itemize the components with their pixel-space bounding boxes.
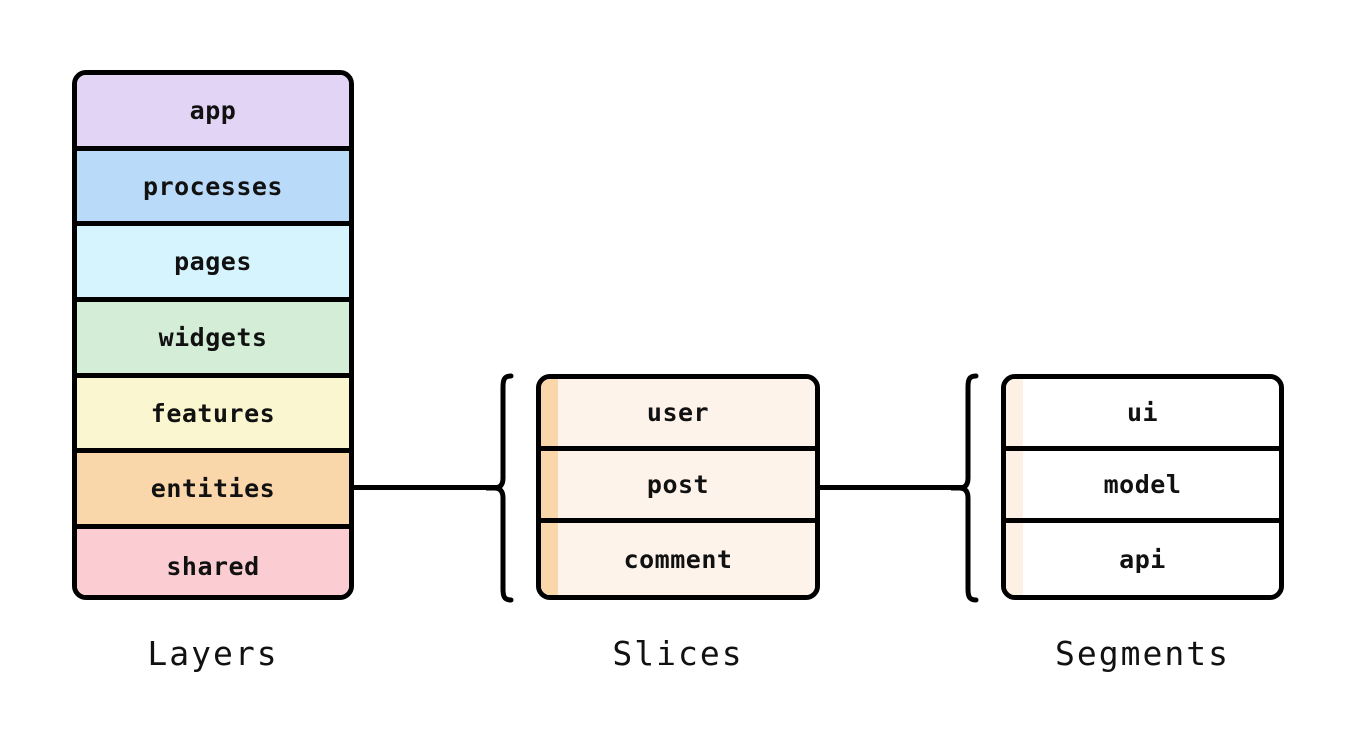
layers-stack: app processes pages widgets features ent…	[72, 70, 354, 600]
caption-slices: Slices	[612, 634, 744, 673]
layer-label-shared: shared	[166, 552, 260, 582]
curly-brace-icon-segments	[951, 373, 979, 603]
segment-row-model[interactable]: model	[1006, 451, 1279, 523]
caption-segments: Segments	[1055, 634, 1230, 673]
slice-row-post[interactable]: post	[541, 451, 815, 523]
layer-label-features: features	[150, 398, 276, 428]
segment-row-api[interactable]: api	[1006, 523, 1279, 595]
slices-stack: user post comment	[536, 374, 820, 600]
slice-accent-stripe	[541, 379, 558, 446]
slice-row-comment[interactable]: comment	[541, 523, 815, 595]
layer-label-app: app	[189, 95, 237, 125]
slice-label-comment: comment	[623, 544, 733, 574]
layer-row-features[interactable]: features	[77, 377, 349, 454]
layer-row-entities[interactable]: entities	[77, 453, 349, 530]
connector-entities-to-slices	[352, 485, 502, 490]
segment-accent-stripe	[1006, 379, 1023, 446]
layer-label-pages: pages	[174, 247, 252, 277]
segment-label-api: api	[1119, 544, 1166, 574]
segment-row-ui[interactable]: ui	[1006, 379, 1279, 451]
segment-accent-stripe	[1006, 523, 1023, 595]
layer-row-processes[interactable]: processes	[77, 150, 349, 227]
segment-accent-stripe	[1006, 451, 1023, 518]
slice-accent-stripe	[541, 523, 558, 595]
layer-label-widgets: widgets	[158, 322, 268, 352]
connector-slices-to-segments	[817, 485, 967, 490]
slice-label-user: user	[646, 398, 710, 427]
slice-row-user[interactable]: user	[541, 379, 815, 451]
layer-row-shared[interactable]: shared	[77, 529, 349, 595]
layer-row-pages[interactable]: pages	[77, 226, 349, 303]
segments-stack: ui model api	[1001, 374, 1284, 600]
layer-label-entities: entities	[150, 474, 276, 504]
caption-layers: Layers	[147, 634, 279, 673]
layer-label-processes: processes	[143, 171, 283, 201]
slice-accent-stripe	[541, 451, 558, 518]
layer-row-app[interactable]: app	[77, 75, 349, 151]
slice-label-post: post	[646, 470, 710, 499]
segment-label-ui: ui	[1126, 398, 1159, 427]
curly-brace-icon-slices	[486, 373, 514, 603]
segment-label-model: model	[1103, 470, 1182, 499]
layer-row-widgets[interactable]: widgets	[77, 302, 349, 378]
